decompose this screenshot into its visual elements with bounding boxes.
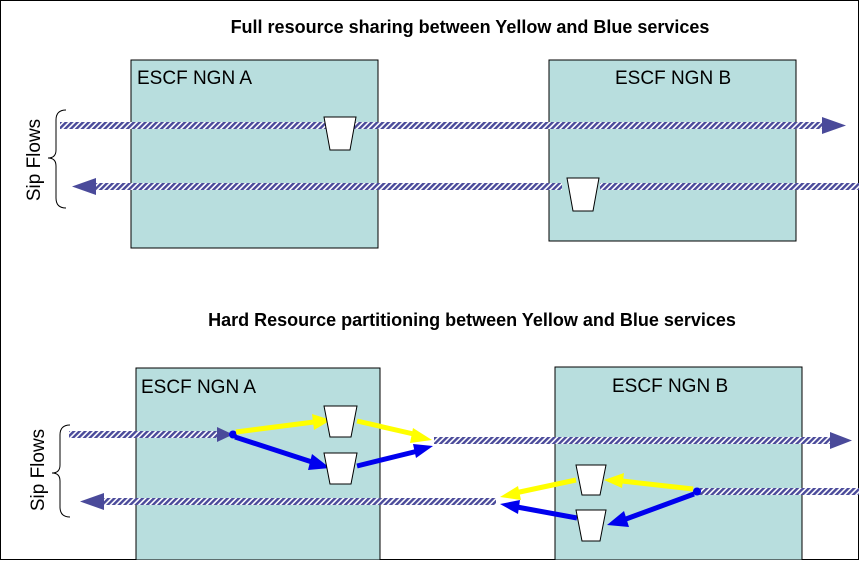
bottom-split-node-a (229, 430, 237, 439)
top-return-flow-arrow (72, 178, 859, 195)
top-box-ngn-b-label: ESCF NGN B (615, 68, 731, 89)
top-side-label: Sip Flows (24, 119, 45, 201)
bottom-forward-in-flow-arrow (69, 427, 233, 442)
bottom-yellow-queue-b-icon (575, 464, 607, 496)
bottom-box-ngn-a-label: ESCF NGN A (141, 377, 256, 398)
bottom-box-ngn-b-label: ESCF NGN B (612, 376, 728, 397)
top-queue-b-icon (566, 177, 600, 212)
bottom-blue-path-a (234, 434, 433, 470)
bottom-yellow-path-a (235, 414, 432, 443)
bottom-side-label: Sip Flows (28, 429, 49, 511)
bottom-blue-queue-a-icon (323, 452, 358, 485)
bottom-yellow-queue-a-icon (323, 405, 358, 438)
bottom-blue-queue-b-icon (575, 509, 607, 542)
top-brace (47, 109, 67, 209)
bottom-return-out-flow-arrow (80, 493, 496, 510)
top-box-ngn-a (130, 59, 379, 249)
bottom-return-in-flow-arrow (698, 488, 859, 495)
top-queue-a-icon (323, 116, 357, 151)
bottom-blue-path-b (500, 491, 695, 527)
bottom-forward-out-flow-arrow (434, 432, 852, 449)
top-box-ngn-a-label: ESCF NGN A (137, 68, 252, 89)
bottom-title: Hard Resource partitioning between Yello… (208, 310, 736, 330)
top-forward-flow-arrow (60, 117, 846, 134)
bottom-split-node-b (693, 487, 701, 496)
bottom-brace (51, 424, 71, 518)
bottom-yellow-path-b (500, 473, 694, 500)
top-title: Full resource sharing between Yellow and… (231, 17, 710, 37)
